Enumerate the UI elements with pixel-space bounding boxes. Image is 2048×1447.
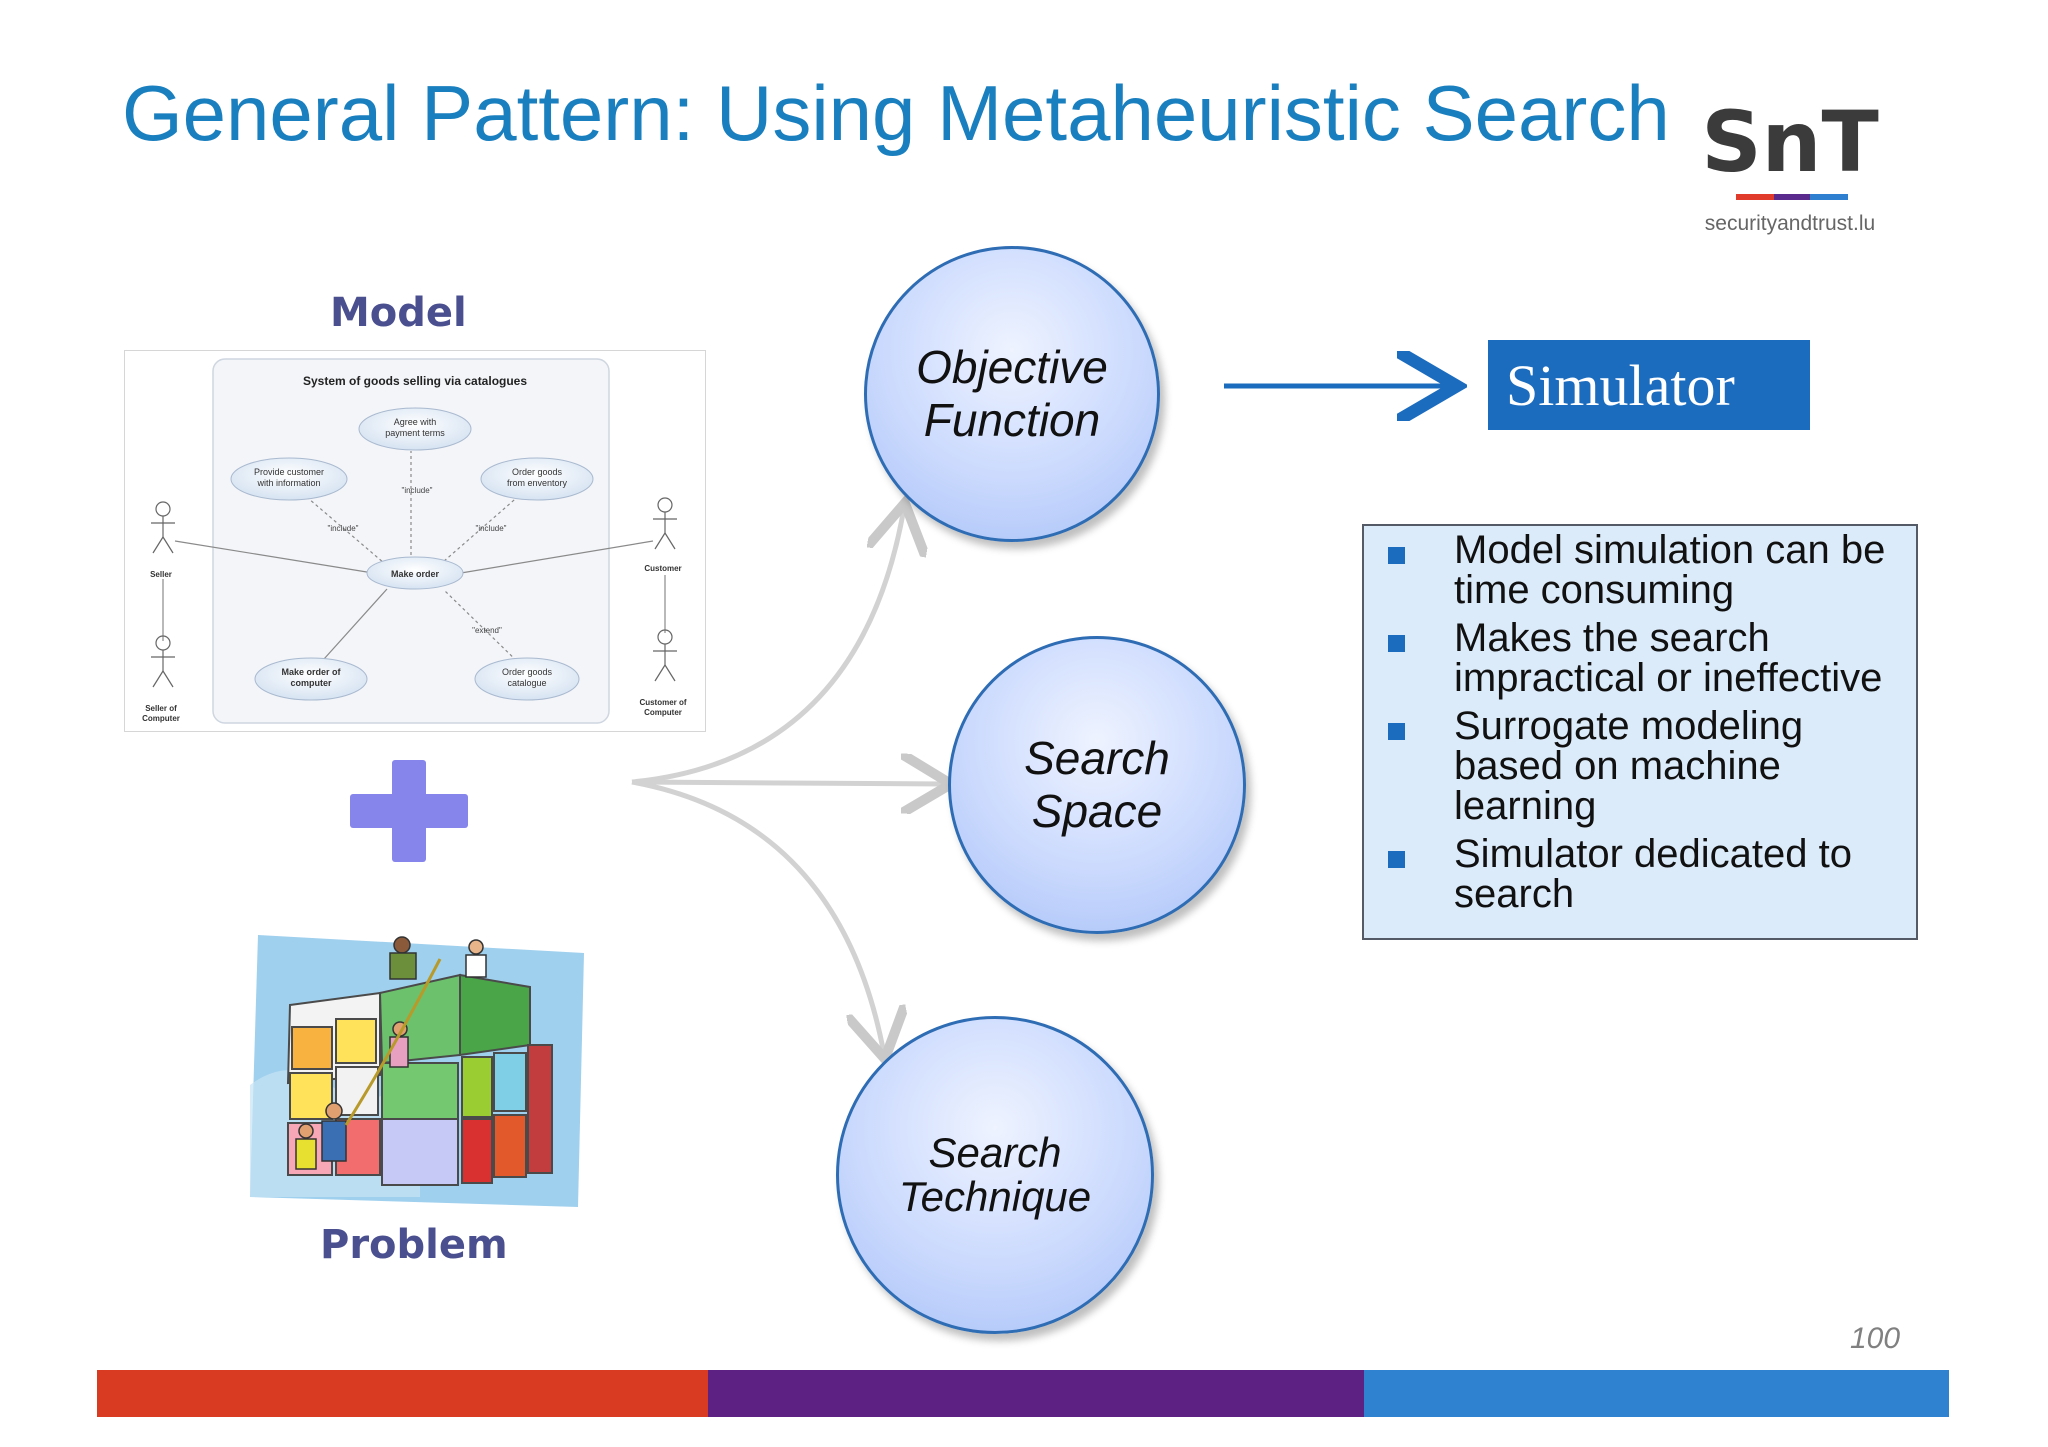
rubiks-cube-illustration	[250, 935, 590, 1225]
assoc-customer	[460, 540, 654, 574]
actor-seller-of-computer	[151, 635, 175, 688]
bullet-square-icon	[1388, 635, 1405, 652]
usecase-agree-line2: payment terms	[385, 428, 445, 438]
usecase-order-goods-line1: Order goods	[512, 467, 563, 477]
actor-customer	[653, 497, 677, 550]
stereotype-include-1: "include"	[401, 486, 432, 495]
footer-segment-purple	[708, 1370, 1364, 1417]
usecase-make-order-computer-line2: computer	[290, 678, 332, 688]
objective-function-circle: Objective Function	[864, 246, 1160, 542]
notes-box: Model simulation can be time consuming M…	[1362, 524, 1918, 940]
search-space-line2: Space	[1031, 785, 1163, 837]
climbers	[295, 936, 487, 1170]
simulator-label: Simulator	[1506, 352, 1735, 418]
footer-segment-blue	[1364, 1370, 1949, 1417]
usecase-agree	[358, 407, 472, 451]
note-text: Surrogate modeling based on machine lear…	[1454, 704, 1804, 828]
note-text: Model simulation can be time consuming	[1454, 528, 1886, 612]
arrow-to-objective-function	[631, 508, 904, 785]
stereotype-include-2: "include"	[327, 524, 358, 533]
logo-bar-blue	[1810, 194, 1848, 200]
page-number: 100	[1850, 1322, 1901, 1355]
actor-seller-label: Seller	[150, 570, 172, 579]
usecase-order-goods	[480, 457, 594, 501]
logo-bar-purple	[1774, 194, 1810, 200]
stereotype-extend: "extend"	[472, 626, 502, 635]
use-case-diagram: System of goods selling via catalogues A…	[124, 350, 706, 732]
bullet-square-icon	[1388, 851, 1405, 868]
search-technique-circle: Search Technique	[836, 1016, 1154, 1334]
include-order-goods	[434, 486, 530, 570]
stereotype-include-3: "include"	[475, 524, 506, 533]
logo-bar-red	[1736, 194, 1774, 200]
problem-label: Problem	[320, 1222, 508, 1268]
usecase-provide-line2: with information	[256, 478, 320, 488]
usecase-catalogue	[474, 657, 580, 701]
actor-customer-of-computer-line2: Computer	[644, 708, 682, 717]
assoc-seller	[174, 540, 374, 574]
usecase-order-goods-line2: from enventory	[507, 478, 568, 488]
actor-customer-of-computer	[653, 629, 677, 682]
actor-customer-of-computer-line1: Customer of	[639, 698, 686, 707]
slide-title: General Pattern: Using Metaheuristic Sea…	[122, 69, 1670, 157]
search-technique-line1: Search	[928, 1128, 1062, 1176]
footer-segment-red	[97, 1370, 708, 1417]
note-text: Simulator dedicated to search	[1454, 832, 1853, 916]
system-title: System of goods selling via catalogues	[303, 374, 527, 388]
model-label: Model	[330, 290, 467, 336]
usecase-catalogue-line2: catalogue	[507, 678, 546, 688]
cube-lavender-tile	[381, 1118, 459, 1186]
snt-logo-site: securityandtrust.lu	[1704, 212, 1876, 235]
search-space-circle: Search Space	[948, 636, 1246, 934]
notes-list: Model simulation can be time consuming M…	[1388, 530, 1900, 914]
objective-function-line1: Objective	[916, 341, 1108, 394]
arrow-to-search-space	[631, 782, 946, 784]
generalization-make-order	[314, 588, 388, 670]
actor-seller	[151, 501, 175, 554]
simulator-box: Simulator	[1488, 340, 1810, 430]
usecase-make-order-computer	[254, 657, 368, 701]
actor-customer-label: Customer	[644, 564, 681, 573]
usecase-agree-line1: Agree with	[394, 417, 437, 427]
usecase-make-order-computer-line1: Make order of	[281, 667, 341, 677]
usecase-make-order	[366, 556, 464, 590]
usecase-catalogue-line1: Order goods	[502, 667, 553, 677]
actor-seller-of-computer-line2: Computer	[142, 714, 180, 723]
note-text: Makes the search impractical or ineffect…	[1454, 616, 1883, 700]
search-technique-line2: Technique	[898, 1173, 1092, 1220]
bullet-square-icon	[1388, 547, 1405, 564]
bullet-square-icon	[1388, 723, 1405, 740]
extend-catalogue	[444, 590, 526, 670]
rope	[344, 958, 442, 1126]
search-space-line1: Search	[1024, 732, 1170, 785]
note-item: Model simulation can be time consuming	[1388, 530, 1900, 610]
usecase-provide	[230, 457, 348, 501]
footer-color-bar	[97, 1370, 1949, 1417]
usecase-provide-line1: Provide customer	[254, 467, 324, 477]
plus-icon	[350, 760, 470, 862]
snt-logo: SnT securityandtrust.lu	[1700, 100, 1880, 250]
note-item: Surrogate modeling based on machine lear…	[1388, 706, 1900, 826]
objective-function-line2: Function	[923, 394, 1101, 446]
snt-logo-mark: SnT	[1701, 93, 1879, 191]
note-item: Makes the search impractical or ineffect…	[1388, 618, 1900, 698]
usecase-make-order-label: Make order	[391, 569, 440, 579]
actor-seller-of-computer-line1: Seller of	[145, 704, 177, 713]
arrow-to-search-technique	[631, 779, 884, 1054]
note-item: Simulator dedicated to search	[1388, 834, 1900, 914]
